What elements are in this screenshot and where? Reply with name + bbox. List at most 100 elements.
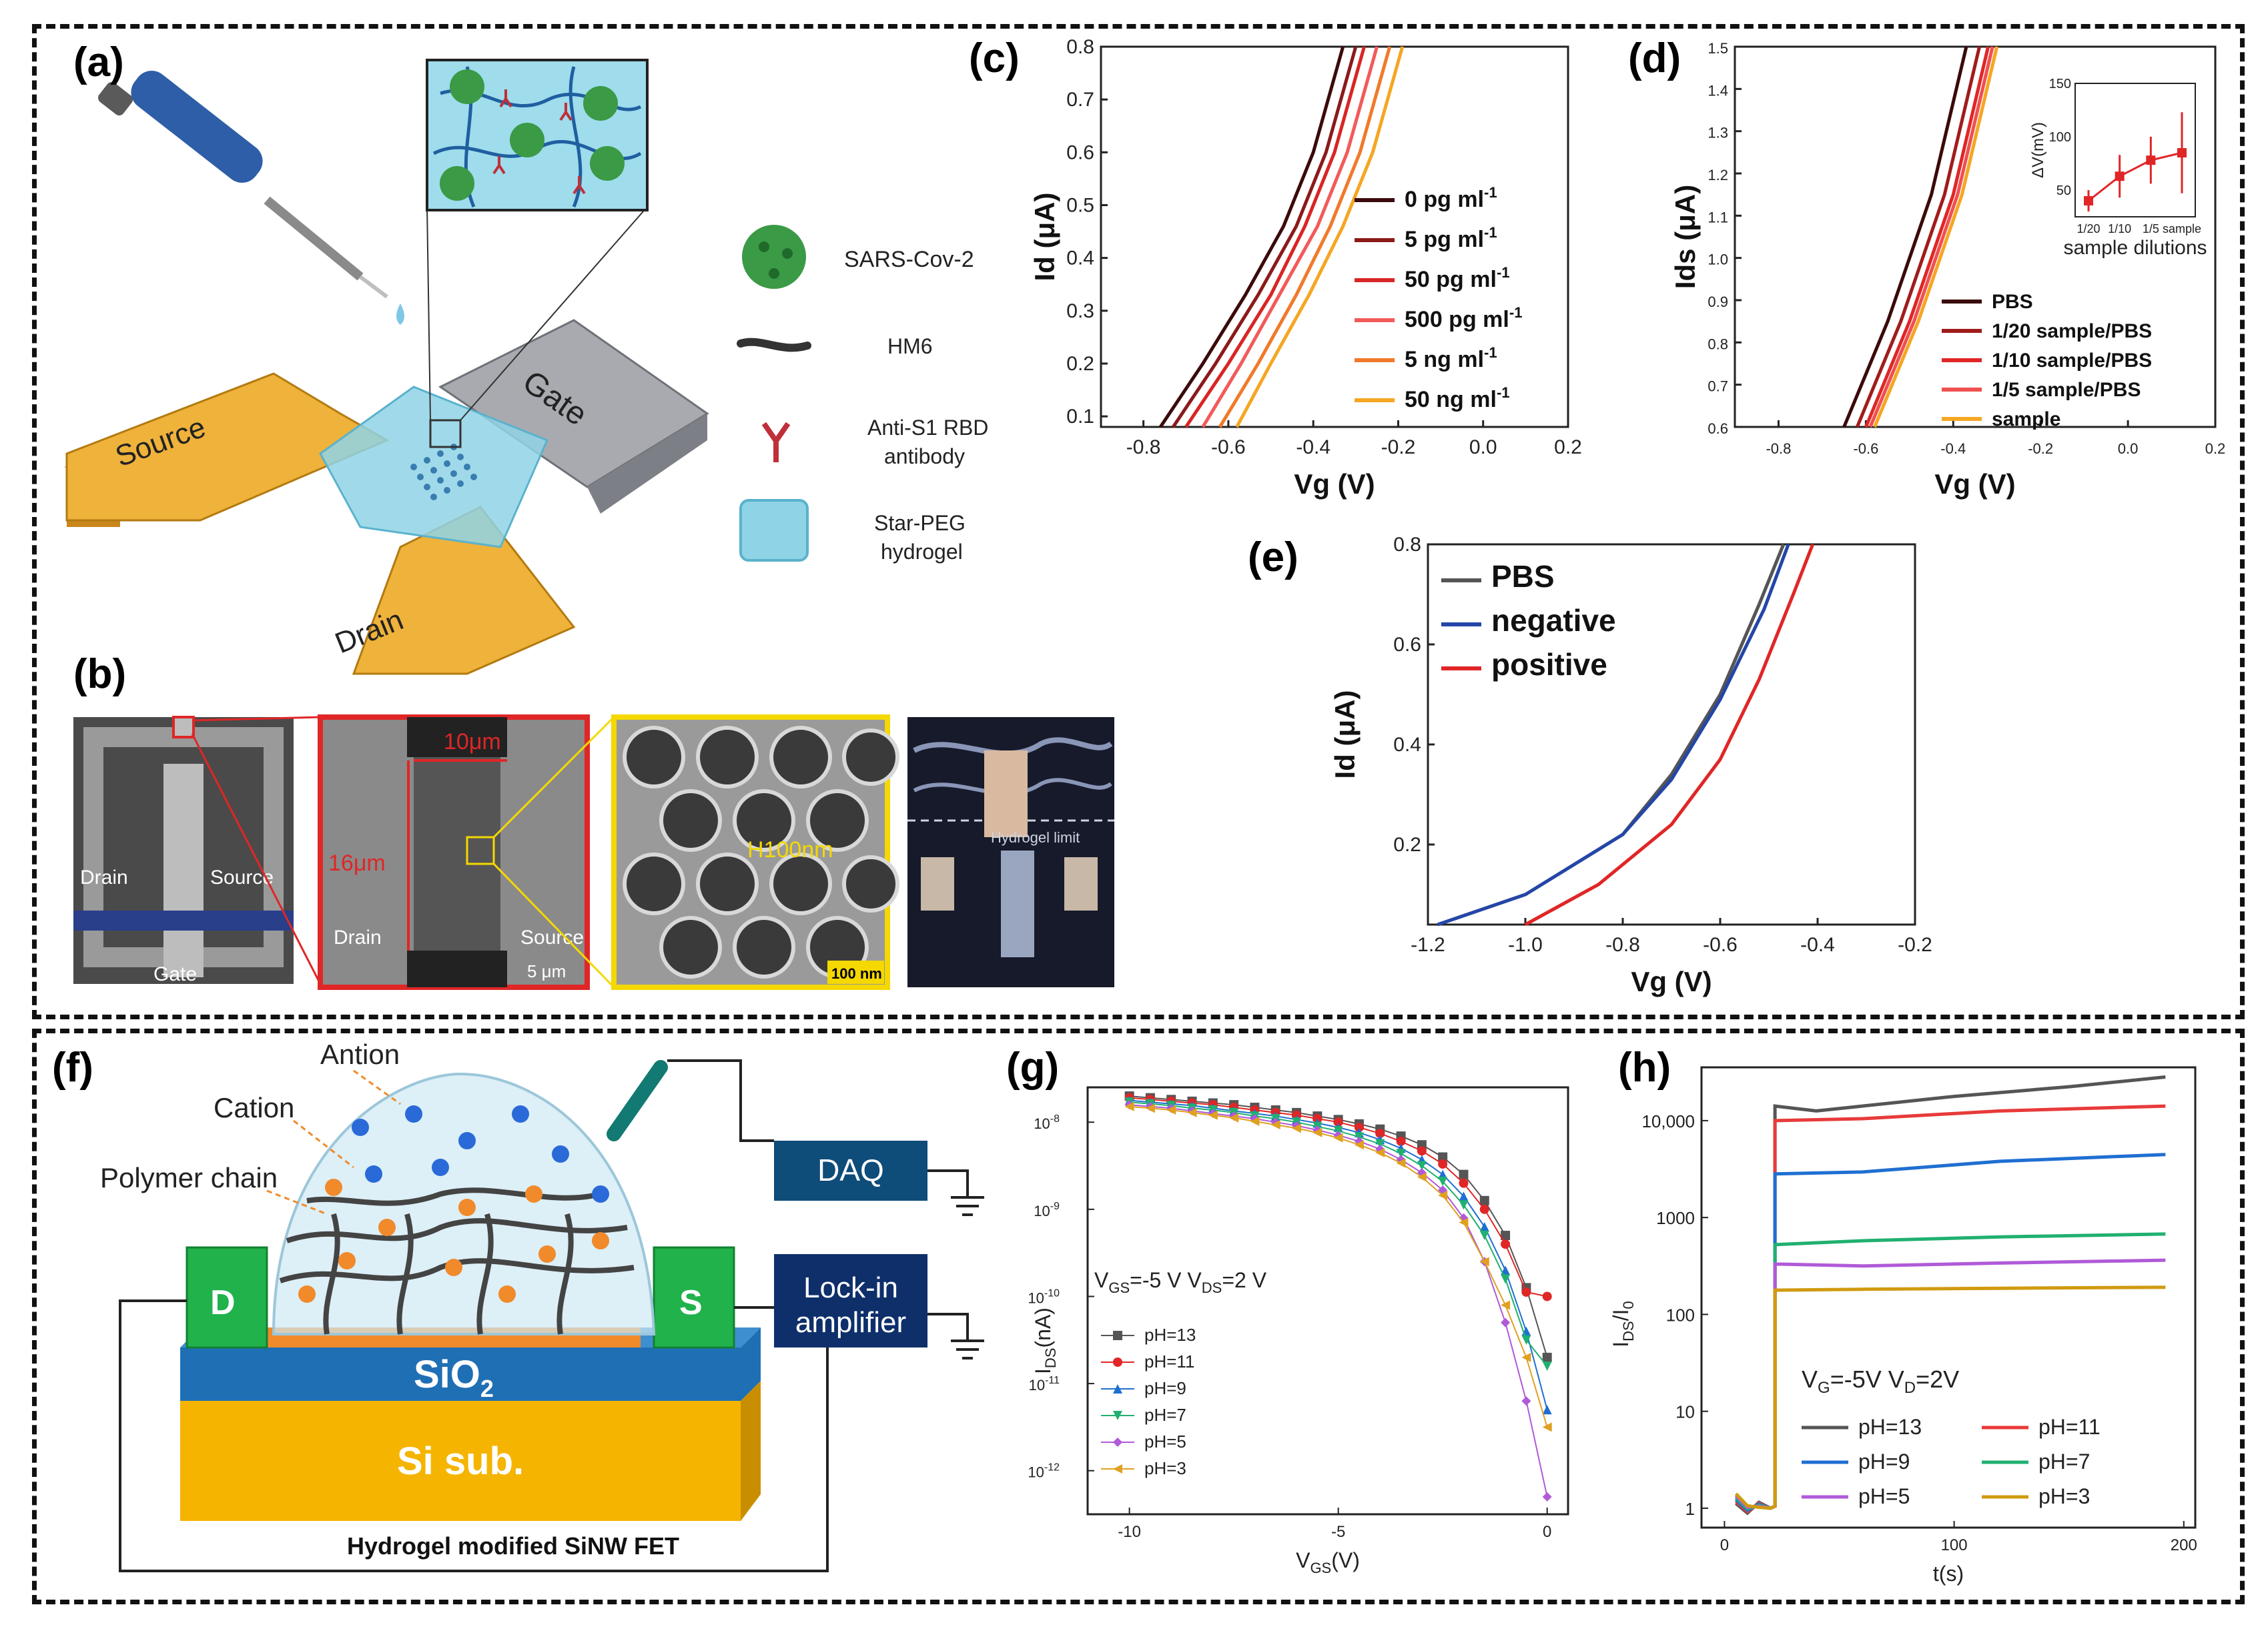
data-point — [1479, 1204, 1489, 1214]
data-point — [1479, 1195, 1489, 1205]
y-tick-label: 0.2 — [1066, 353, 1094, 375]
inset-x-tick-label: 1/10 — [2108, 222, 2131, 235]
series-line — [1868, 46, 1994, 428]
svg-text:SARS-Cov-2: SARS-Cov-2 — [844, 247, 974, 272]
data-point — [1396, 1136, 1406, 1146]
y-tick-label: 0.9 — [1708, 294, 1728, 310]
legend-entry: 50 ng ml-1 — [1405, 384, 1510, 412]
panel-label-c: (c) — [969, 35, 1020, 81]
inset-y-tick-label: 100 — [2049, 130, 2071, 145]
chart-c-plot-area — [1100, 45, 1569, 428]
legend-entry: PBS — [1992, 291, 2033, 313]
legend-entry: pH=7 — [2038, 1450, 2090, 1474]
legend-entry: 1/20 sample/PBS — [1992, 320, 2152, 342]
legend-entry: pH=9 — [1144, 1378, 1186, 1398]
data-point — [1396, 1158, 1406, 1168]
data-point — [1501, 1300, 1511, 1310]
x-tick-label: 0 — [1543, 1523, 1551, 1541]
data-point — [1417, 1161, 1427, 1171]
data-point — [1113, 1411, 1122, 1420]
inset-x-tick-label: 1/5 — [2143, 222, 2159, 235]
legend-entry: pH=3 — [2038, 1484, 2090, 1508]
panel-b-micrographs: Drain Source Gate 10μm 16μm Drain Source… — [73, 714, 1114, 990]
x-tick-label: -0.8 — [1766, 440, 1791, 457]
drain-contact — [185, 1246, 268, 1349]
data-point — [1208, 1110, 1218, 1120]
data-point — [1479, 1231, 1489, 1241]
data-point — [1521, 1335, 1531, 1345]
data-point — [1113, 1384, 1122, 1394]
panel-label-e: (e) — [1248, 534, 1298, 580]
x-tick-label: 100 — [1941, 1536, 1968, 1554]
series-line — [1218, 46, 1392, 428]
legend-entry: 1/5 sample/PBS — [1992, 379, 2141, 401]
x-tick-label: 0.2 — [1554, 436, 1582, 458]
sem-channel-image: 10μm 16μm Drain Source 5 μm — [318, 714, 590, 990]
x-tick-label: 0.0 — [1469, 436, 1497, 458]
svg-text:5 μm: 5 μm — [527, 961, 566, 981]
inset-x-tick-label: 1/20 — [2076, 222, 2100, 235]
data-point — [1187, 1107, 1197, 1117]
bottom-frame — [32, 1029, 2245, 1604]
legend-entry: pH=11 — [2038, 1415, 2101, 1439]
data-point — [1292, 1123, 1302, 1133]
data-point — [1501, 1317, 1511, 1327]
x-tick-label: 200 — [2171, 1536, 2197, 1554]
svg-text:antibody: antibody — [884, 444, 965, 468]
legend-entry: pH=3 — [1144, 1458, 1186, 1478]
svg-text:100 nm: 100 nm — [831, 965, 882, 982]
y-tick-label: 1 — [1685, 1499, 1695, 1519]
y-tick-label: 1.3 — [1708, 125, 1728, 141]
legend-entry: pH=5 — [1858, 1484, 1910, 1508]
x-tick-label: -0.6 — [1211, 436, 1246, 458]
data-point — [1542, 1492, 1552, 1502]
svg-text:Anti-S1 RBD: Anti-S1 RBD — [867, 416, 988, 440]
data-point — [1145, 1103, 1155, 1113]
svg-text:Polymer chain: Polymer chain — [100, 1162, 278, 1193]
x-tick-label: -0.8 — [1126, 436, 1161, 458]
y-tick-label: 0.6 — [1066, 141, 1094, 163]
data-point — [1333, 1133, 1343, 1143]
data-point — [1542, 1405, 1552, 1415]
x-tick-label: 0.0 — [2118, 440, 2139, 457]
legend-entry: 500 pg ml-1 — [1405, 304, 1523, 332]
data-point — [1479, 1221, 1489, 1231]
legend-entry: pH=9 — [1858, 1450, 1910, 1474]
chart-e: -1.2-1.0-0.8-0.6-0.4-0.20.20.40.60.8Vg (… — [1329, 534, 1932, 997]
data-point — [1438, 1152, 1448, 1162]
y-tick-label: 1.2 — [1708, 167, 1728, 183]
data-point — [1375, 1129, 1385, 1139]
data-point — [1417, 1172, 1427, 1182]
antibody-icon — [761, 422, 791, 462]
data-point — [1459, 1178, 1469, 1188]
data-point — [1438, 1159, 1448, 1169]
svg-text:Lock-in: Lock-in — [803, 1271, 898, 1304]
y-tick-label: 1000 — [1656, 1208, 1695, 1228]
svg-text:10μm: 10μm — [444, 729, 501, 754]
svg-text:16μm: 16μm — [328, 851, 386, 876]
y-tick-label: 0.4 — [1393, 734, 1421, 756]
y-tick-label: 0.6 — [1708, 420, 1728, 437]
panel-label-a: (a) — [73, 39, 124, 85]
x-tick-label: -0.8 — [1605, 934, 1640, 956]
series-line — [1235, 46, 1405, 428]
y-tick-label: 0.5 — [1066, 195, 1094, 217]
chart-e-plot-area — [1427, 543, 1916, 926]
y-axis-label: Id (μA) — [1329, 690, 1361, 779]
data-point — [1438, 1177, 1448, 1187]
series-line — [1437, 544, 1790, 927]
x-tick-label: -0.6 — [1853, 440, 1878, 457]
y-axis-label: Ids (μA) — [1669, 185, 1701, 289]
legend-entry: 5 pg ml-1 — [1405, 224, 1497, 252]
data-point — [1459, 1191, 1469, 1201]
series-line — [1734, 1285, 2166, 1510]
zoom-inset — [426, 59, 649, 211]
panel-label-b: (b) — [73, 651, 127, 697]
x-axis-label: Vg (V) — [1294, 468, 1375, 500]
panel-label-d: (d) — [1628, 35, 1681, 81]
y-tick-label: 100 — [1666, 1305, 1695, 1325]
y-tick-label: 0.4 — [1066, 247, 1094, 269]
data-point — [1542, 1422, 1552, 1432]
